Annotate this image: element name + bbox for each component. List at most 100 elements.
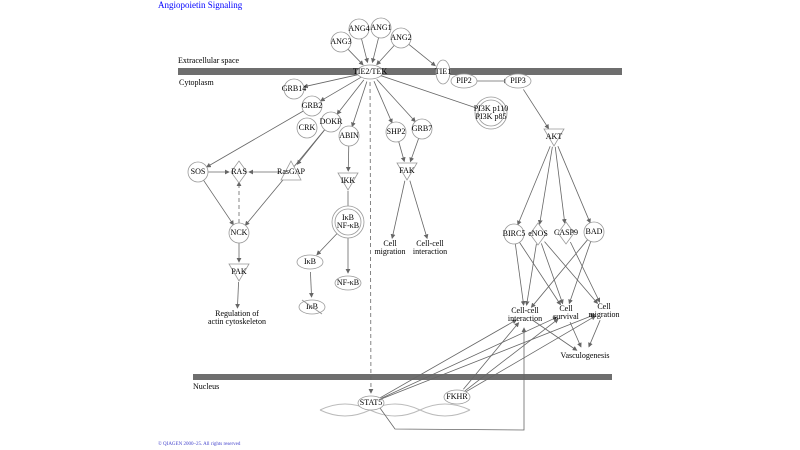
node-label: TIE1 — [435, 67, 451, 76]
node-label: ANG4 — [348, 24, 369, 33]
node-label: ANG1 — [370, 23, 391, 32]
node-shp2[interactable]: SHP2 — [385, 121, 407, 143]
node-ikb[interactable]: IκB — [296, 254, 324, 270]
node-pak[interactable]: PAK — [228, 263, 250, 282]
node-label: FKHR — [446, 392, 468, 401]
edge-tie2-dokr — [336, 79, 365, 115]
edge-fkhr-cs — [464, 318, 559, 392]
node-label: GRB2 — [302, 101, 322, 110]
dna-helix — [319, 403, 471, 417]
node-label: RasGAP — [277, 167, 306, 176]
node-label: CASP9 — [554, 228, 578, 237]
edge-tie2-grb14 — [302, 73, 361, 89]
edge-fak-cm1 — [390, 180, 406, 240]
node-label: DOKR — [320, 117, 343, 126]
edge-ang3-tie2 — [347, 48, 364, 66]
edge-tie2-abin — [351, 81, 368, 128]
edge-ang4-tie2 — [361, 38, 369, 64]
node-label: BAD — [586, 227, 603, 236]
edge-ikb-ikbd — [308, 271, 314, 298]
edge-casp9-cm2 — [570, 241, 601, 303]
node-abin[interactable]: ABIN — [338, 125, 360, 147]
node-ang4[interactable]: ANG4 — [348, 18, 370, 40]
edge-akt-birc5 — [517, 146, 551, 226]
edge-cs-vasc — [569, 321, 582, 348]
node-casp9[interactable]: CASP9 — [554, 221, 578, 245]
node-enos[interactable]: eNOS — [528, 222, 548, 246]
edge-dokr-rasgap — [296, 129, 326, 165]
node-label: CRK — [299, 123, 316, 132]
node-label: ANG3 — [330, 37, 351, 46]
node-nck[interactable]: NCK — [228, 222, 250, 244]
node-bad[interactable]: BAD — [583, 221, 605, 243]
node-sos[interactable]: SOS — [187, 161, 209, 183]
edge-ang2-tie1 — [408, 43, 436, 67]
node-stat5[interactable]: STAT5 — [357, 395, 385, 411]
node-pip3[interactable]: PIP3 — [504, 73, 532, 89]
diagram-title[interactable]: Angiopoietin Signaling — [158, 0, 243, 10]
node-ang1[interactable]: ANG1 — [370, 17, 392, 39]
node-label: NCK — [231, 228, 248, 237]
node-label: NF-κB — [337, 278, 359, 287]
node-akt[interactable]: AKT — [543, 128, 565, 147]
node-tie2[interactable]: TIE2/TEK — [353, 64, 387, 80]
plasma-membrane — [178, 68, 622, 75]
node-grb14[interactable]: GRB14 — [282, 78, 306, 100]
edge-cci2-vasc — [533, 320, 578, 351]
node-pip2[interactable]: PIP2 — [450, 73, 478, 89]
node-ras[interactable]: RAS — [230, 160, 248, 184]
node-fkhr[interactable]: FKHR — [443, 389, 471, 405]
node-label: STAT5 — [360, 398, 382, 407]
node-label: PIP3 — [510, 76, 526, 85]
node-ang2[interactable]: ANG2 — [390, 27, 412, 49]
edge-enos-cci2 — [524, 243, 537, 306]
extracellular-label: Extracellular space — [178, 56, 240, 65]
node-fak[interactable]: FAK — [396, 162, 418, 181]
node-ang3[interactable]: ANG3 — [330, 31, 352, 53]
edge-pip3-akt — [523, 89, 550, 130]
node-grb2[interactable]: GRB2 — [301, 95, 323, 117]
node-label: GRB7 — [412, 124, 432, 133]
node-vasc[interactable]: Vasculogenesis — [561, 351, 610, 360]
node-ikbd[interactable]: IκB — [298, 299, 326, 315]
copyright: © QIAGEN 2000–25. All rights reserved — [158, 442, 241, 447]
node-label: IκB — [306, 302, 318, 311]
node-ikk[interactable]: IKK — [337, 172, 359, 191]
edge-ang1-tie2 — [371, 37, 379, 64]
node-label: ABIN — [339, 131, 359, 140]
edge-pak-reg — [235, 281, 241, 309]
node-label: PIP2 — [456, 76, 472, 85]
node-nfkb[interactable]: NF-κB — [334, 275, 362, 291]
nuclear-membrane — [193, 374, 612, 380]
edge-fak-cci1 — [409, 180, 429, 240]
node-tie1[interactable]: TIE1 — [435, 59, 451, 85]
node-dokr[interactable]: DOKR — [320, 111, 343, 133]
node-rasgap[interactable]: RasGAP — [277, 160, 306, 181]
node-label: IκB — [304, 257, 316, 266]
edge-akt-casp9 — [554, 146, 567, 224]
node-birc5[interactable]: BIRC5 — [503, 223, 526, 245]
edge-tie2-stat5 — [368, 81, 374, 394]
edge-enos-cs — [540, 243, 564, 305]
node-label: IKK — [341, 176, 355, 185]
node-crk[interactable]: CRK — [296, 117, 318, 139]
edge-shp2-fak — [398, 141, 406, 163]
edge-bad-cs — [568, 241, 592, 305]
edge-tie2-pi3k — [379, 74, 483, 111]
edge-stat5-cm2 — [380, 313, 596, 400]
edge-grb7-fak — [409, 138, 420, 163]
node-grb7[interactable]: GRB7 — [411, 118, 433, 140]
